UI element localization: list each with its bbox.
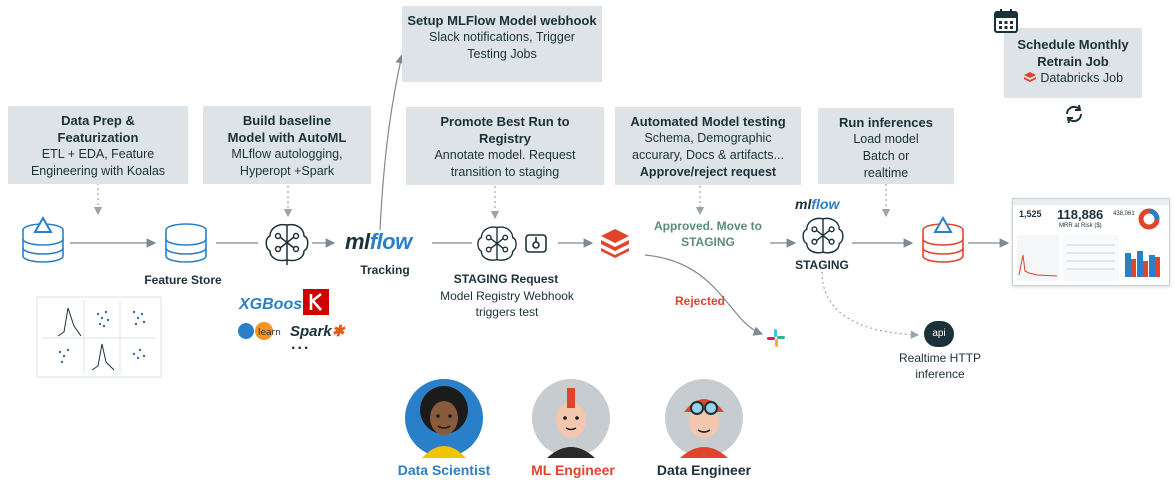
sklearn-icon: learn [238,322,281,340]
baseline-box: Build baseline Model with AutoML MLflow … [203,106,371,184]
api-text: api [932,328,946,339]
kpi-mrr: 118,886 [1057,207,1104,222]
dashboard-header [1013,199,1169,205]
calendar-icon [994,9,1018,33]
retrain-box: Schedule Monthly Retrain Job Databricks … [1004,28,1142,98]
databricks-icon [1023,72,1036,82]
feature-store-icon [165,223,207,263]
dashboard-thumbnail: 1,525 118,886 MRR at Risk ($) 438,061 [1012,198,1170,286]
baseline-title: Build baseline Model with AutoML [227,113,347,145]
testing-box: Automated Model testing Schema, Demograp… [615,107,801,185]
kpi-customers: 1,525 [1019,209,1042,219]
inference-title: Run inferences [839,115,933,130]
kpi-third: 438,061 [1113,211,1135,217]
data-prep-title: Data Prep & Featurization [57,113,139,145]
output-table-icon [922,216,964,263]
mlflow-logo-small: mlflow [795,196,840,212]
data-prep-box: Data Prep & Featurization ETL + EDA, Fea… [8,106,188,184]
slack-icon [767,329,785,347]
webhook-icon [525,234,547,253]
api-icon: api [924,321,954,347]
spark-text: Spark [290,323,332,340]
webhook-desc: Slack notifications, Trigger Testing Job… [429,30,575,61]
testing-title: Automated Model testing [630,114,786,129]
persona-data-scientist: Data Scientist [397,462,491,478]
testing-approve: Approve/reject request [639,165,777,179]
ml-engineer-avatar [532,379,610,458]
databricks-logo-icon [601,229,629,258]
inference-box: Run inferences Load model Batch or realt… [818,108,954,184]
more-libraries: ... [291,336,311,353]
staging-request-desc: Model Registry Webhook triggers test [440,289,574,319]
delta-table-icon [22,216,64,263]
xgboost-logo: XGBoost [239,296,308,313]
retrain-title: Schedule Monthly Retrain Job [1017,37,1129,69]
persona-data-engineer: Data Engineer [656,462,752,478]
retrain-desc-row: Databricks Job [1004,70,1142,87]
baseline-desc: MLflow autologging, Hyperopt +Spark [231,147,343,178]
donut-chart-thumb [1138,208,1160,230]
sklearn-text: learn [258,328,281,338]
staging-label: STAGING [795,258,849,272]
refresh-icon [1065,104,1083,124]
inference-desc: Load model Batch or realtime [853,132,919,180]
feature-store-label: Feature Store [144,273,222,287]
realtime-label: Realtime HTTP inference [898,351,981,381]
mlflow-logo: mlflow [345,229,412,254]
rejected-label: Rejected [674,294,726,308]
dashboard-charts-thumb [1017,235,1160,281]
spark-star-icon: ✱ [331,323,345,340]
promote-box: Promote Best Run to Registry Annotate mo… [406,107,604,185]
data-engineer-avatar [665,379,743,458]
approved-label: Approved. Move to STAGING [653,219,762,249]
tracking-label: Tracking [360,263,410,277]
data-prep-desc: ETL + EDA, Feature Engineering with Koal… [30,147,166,178]
promote-desc: Annotate model. Request transition to st… [434,148,576,179]
webhook-title: Setup MLFlow Model webhook [407,13,597,28]
staging-request-title: STAGING Request [453,272,559,286]
registry-brain-icon [477,226,517,261]
webhook-box: Setup MLFlow Model webhook Slack notific… [402,6,602,82]
persona-ml-engineer: ML Engineer [531,462,615,478]
kpi-mrr-label: MRR at Risk ($) [1059,223,1102,229]
keras-icon [303,289,329,315]
testing-desc: Schema, Demographic accurary, Docs & art… [632,131,784,162]
staging-brain-icon [802,217,844,254]
brain-network-icon [265,223,309,265]
data-scientist-avatar [405,379,483,458]
retrain-desc: Databricks Job [1040,71,1124,85]
promote-title: Promote Best Run to Registry [440,114,570,146]
scatter-matrix-image [36,296,162,378]
spark-logo: Spark✱ [290,322,344,340]
